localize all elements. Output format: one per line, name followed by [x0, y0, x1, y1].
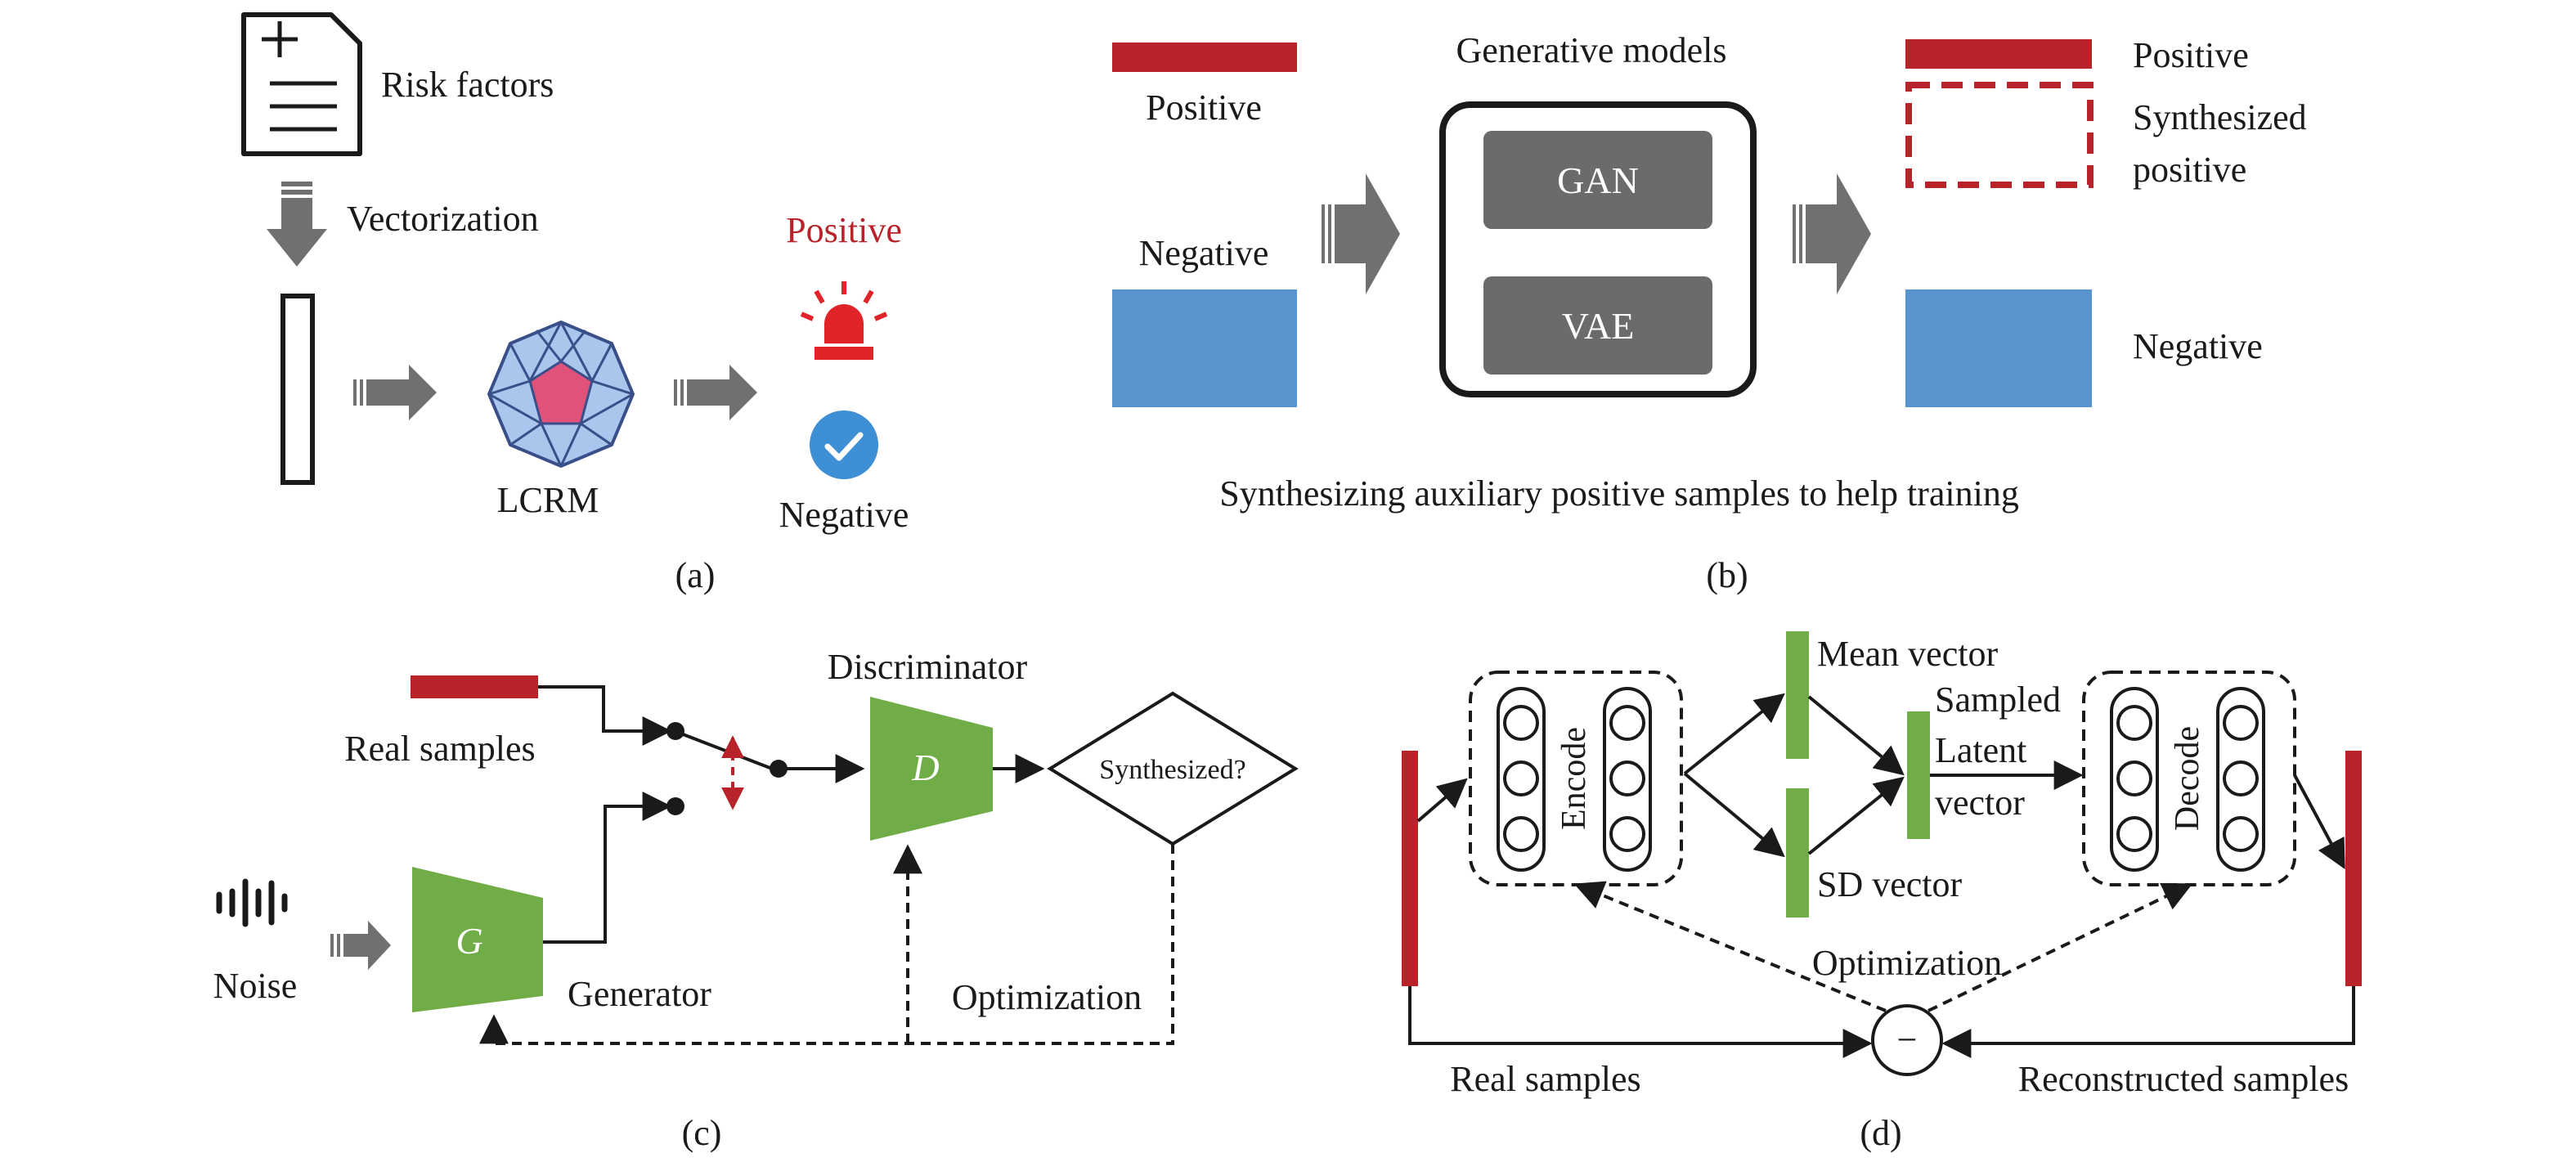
positive-sample-bar [1905, 39, 2092, 69]
vector-label: vector [1935, 783, 2025, 823]
switch-pivot [770, 760, 788, 778]
panel-b: Positive Negative Generative models GAN … [1112, 30, 2307, 595]
right-positive-label: Positive [2133, 35, 2249, 75]
switch-contact-bottom [666, 797, 684, 815]
optimization-feedback-line [479, 844, 1174, 1045]
synthesized-positive-block [1905, 82, 2094, 188]
decision-label: Synthesized? [1099, 755, 1245, 785]
vectorization-label: Vectorization [347, 199, 539, 239]
right-arrow-icon [1322, 173, 1400, 294]
discriminator-label: Discriminator [828, 647, 1028, 687]
caption-a: (a) [675, 555, 716, 595]
panel-a: Risk factors Vectorization [241, 12, 909, 595]
down-arrow-icon [267, 182, 327, 267]
panel-b-subtitle: Synthesizing auxiliary positive samples … [1219, 473, 2019, 514]
caption-d: (d) [1860, 1113, 1901, 1153]
positive-label: Positive [786, 210, 902, 250]
positive-sample-bar [1112, 43, 1297, 72]
negative-sample-block [1905, 289, 2092, 407]
left-negative-label: Negative [1139, 233, 1269, 273]
right-arrow-icon [330, 921, 391, 970]
optimization-label: Optimization [952, 977, 1142, 1017]
minus-symbol: − [1897, 1020, 1918, 1060]
discriminator-symbol: D [911, 747, 939, 788]
noise-label: Noise [213, 966, 298, 1006]
vae-label: VAE [1562, 305, 1635, 347]
right-arrow-icon [1793, 173, 1871, 294]
real-sample-vector [1402, 751, 1418, 986]
decode-label: Decode [2169, 726, 2206, 831]
right-arrow-icon [674, 365, 757, 420]
alarm-icon [800, 281, 888, 360]
optimization-line [1573, 881, 1887, 1012]
vae-box [1483, 276, 1712, 375]
negative-label: Negative [779, 495, 909, 535]
gan-label: GAN [1557, 159, 1639, 201]
generator-block [412, 867, 543, 1012]
generative-models-label: Generative models [1456, 30, 1726, 70]
document-icon [241, 12, 362, 156]
latent-vector [1907, 711, 1930, 839]
switch-contact-top [666, 722, 684, 740]
panel-c: Real samples Noise G Generator [213, 647, 1299, 1153]
left-positive-label: Positive [1146, 87, 1262, 128]
gan-box [1483, 131, 1712, 229]
sd-vector-label: SD vector [1817, 864, 1963, 904]
reconstructed-samples-line [1941, 986, 2355, 1058]
sd-vector [1786, 788, 1809, 917]
negative-sample-block [1112, 289, 1297, 407]
real-samples-line [1408, 986, 1873, 1058]
right-negative-label: Negative [2133, 326, 2263, 366]
real-samples-label: Real samples [1450, 1059, 1640, 1099]
real-sample-bar [411, 675, 538, 698]
right-arrow-icon [353, 365, 437, 420]
lcrm-model-icon [487, 320, 635, 469]
mean-vector-label: Mean vector [1817, 634, 1998, 674]
generator-symbol: G [456, 920, 482, 962]
caption-b: (b) [1706, 555, 1748, 595]
lcrm-label: LCRM [497, 480, 599, 520]
generator-label: Generator [568, 974, 711, 1014]
latent-label: Latent [1935, 730, 2026, 770]
reconstructed-samples-label: Reconstructed samples [2018, 1059, 2349, 1099]
subtract-node [1871, 1004, 1943, 1076]
real-samples-label: Real samples [344, 729, 535, 769]
caption-c: (c) [682, 1113, 722, 1153]
optimization-label: Optimization [1812, 943, 2002, 983]
discriminator-block [870, 697, 993, 841]
switch-lever [678, 731, 773, 770]
sampled-label: Sampled [1935, 680, 2061, 720]
vector-bar [280, 294, 315, 485]
synthesized-label-line2: positive [2133, 150, 2246, 190]
noise-wave-icon [216, 878, 288, 927]
panel-d: Encode Mean vector SD vector Sampled Lat… [1402, 631, 2362, 1153]
mean-vector [1786, 631, 1809, 759]
reconstructed-sample-vector [2345, 751, 2362, 986]
risk-factors-label: Risk factors [381, 65, 554, 105]
check-circle-icon [810, 411, 878, 479]
encode-label: Encode [1555, 727, 1593, 830]
synthesized-label-line1: Synthesized [2133, 97, 2307, 137]
